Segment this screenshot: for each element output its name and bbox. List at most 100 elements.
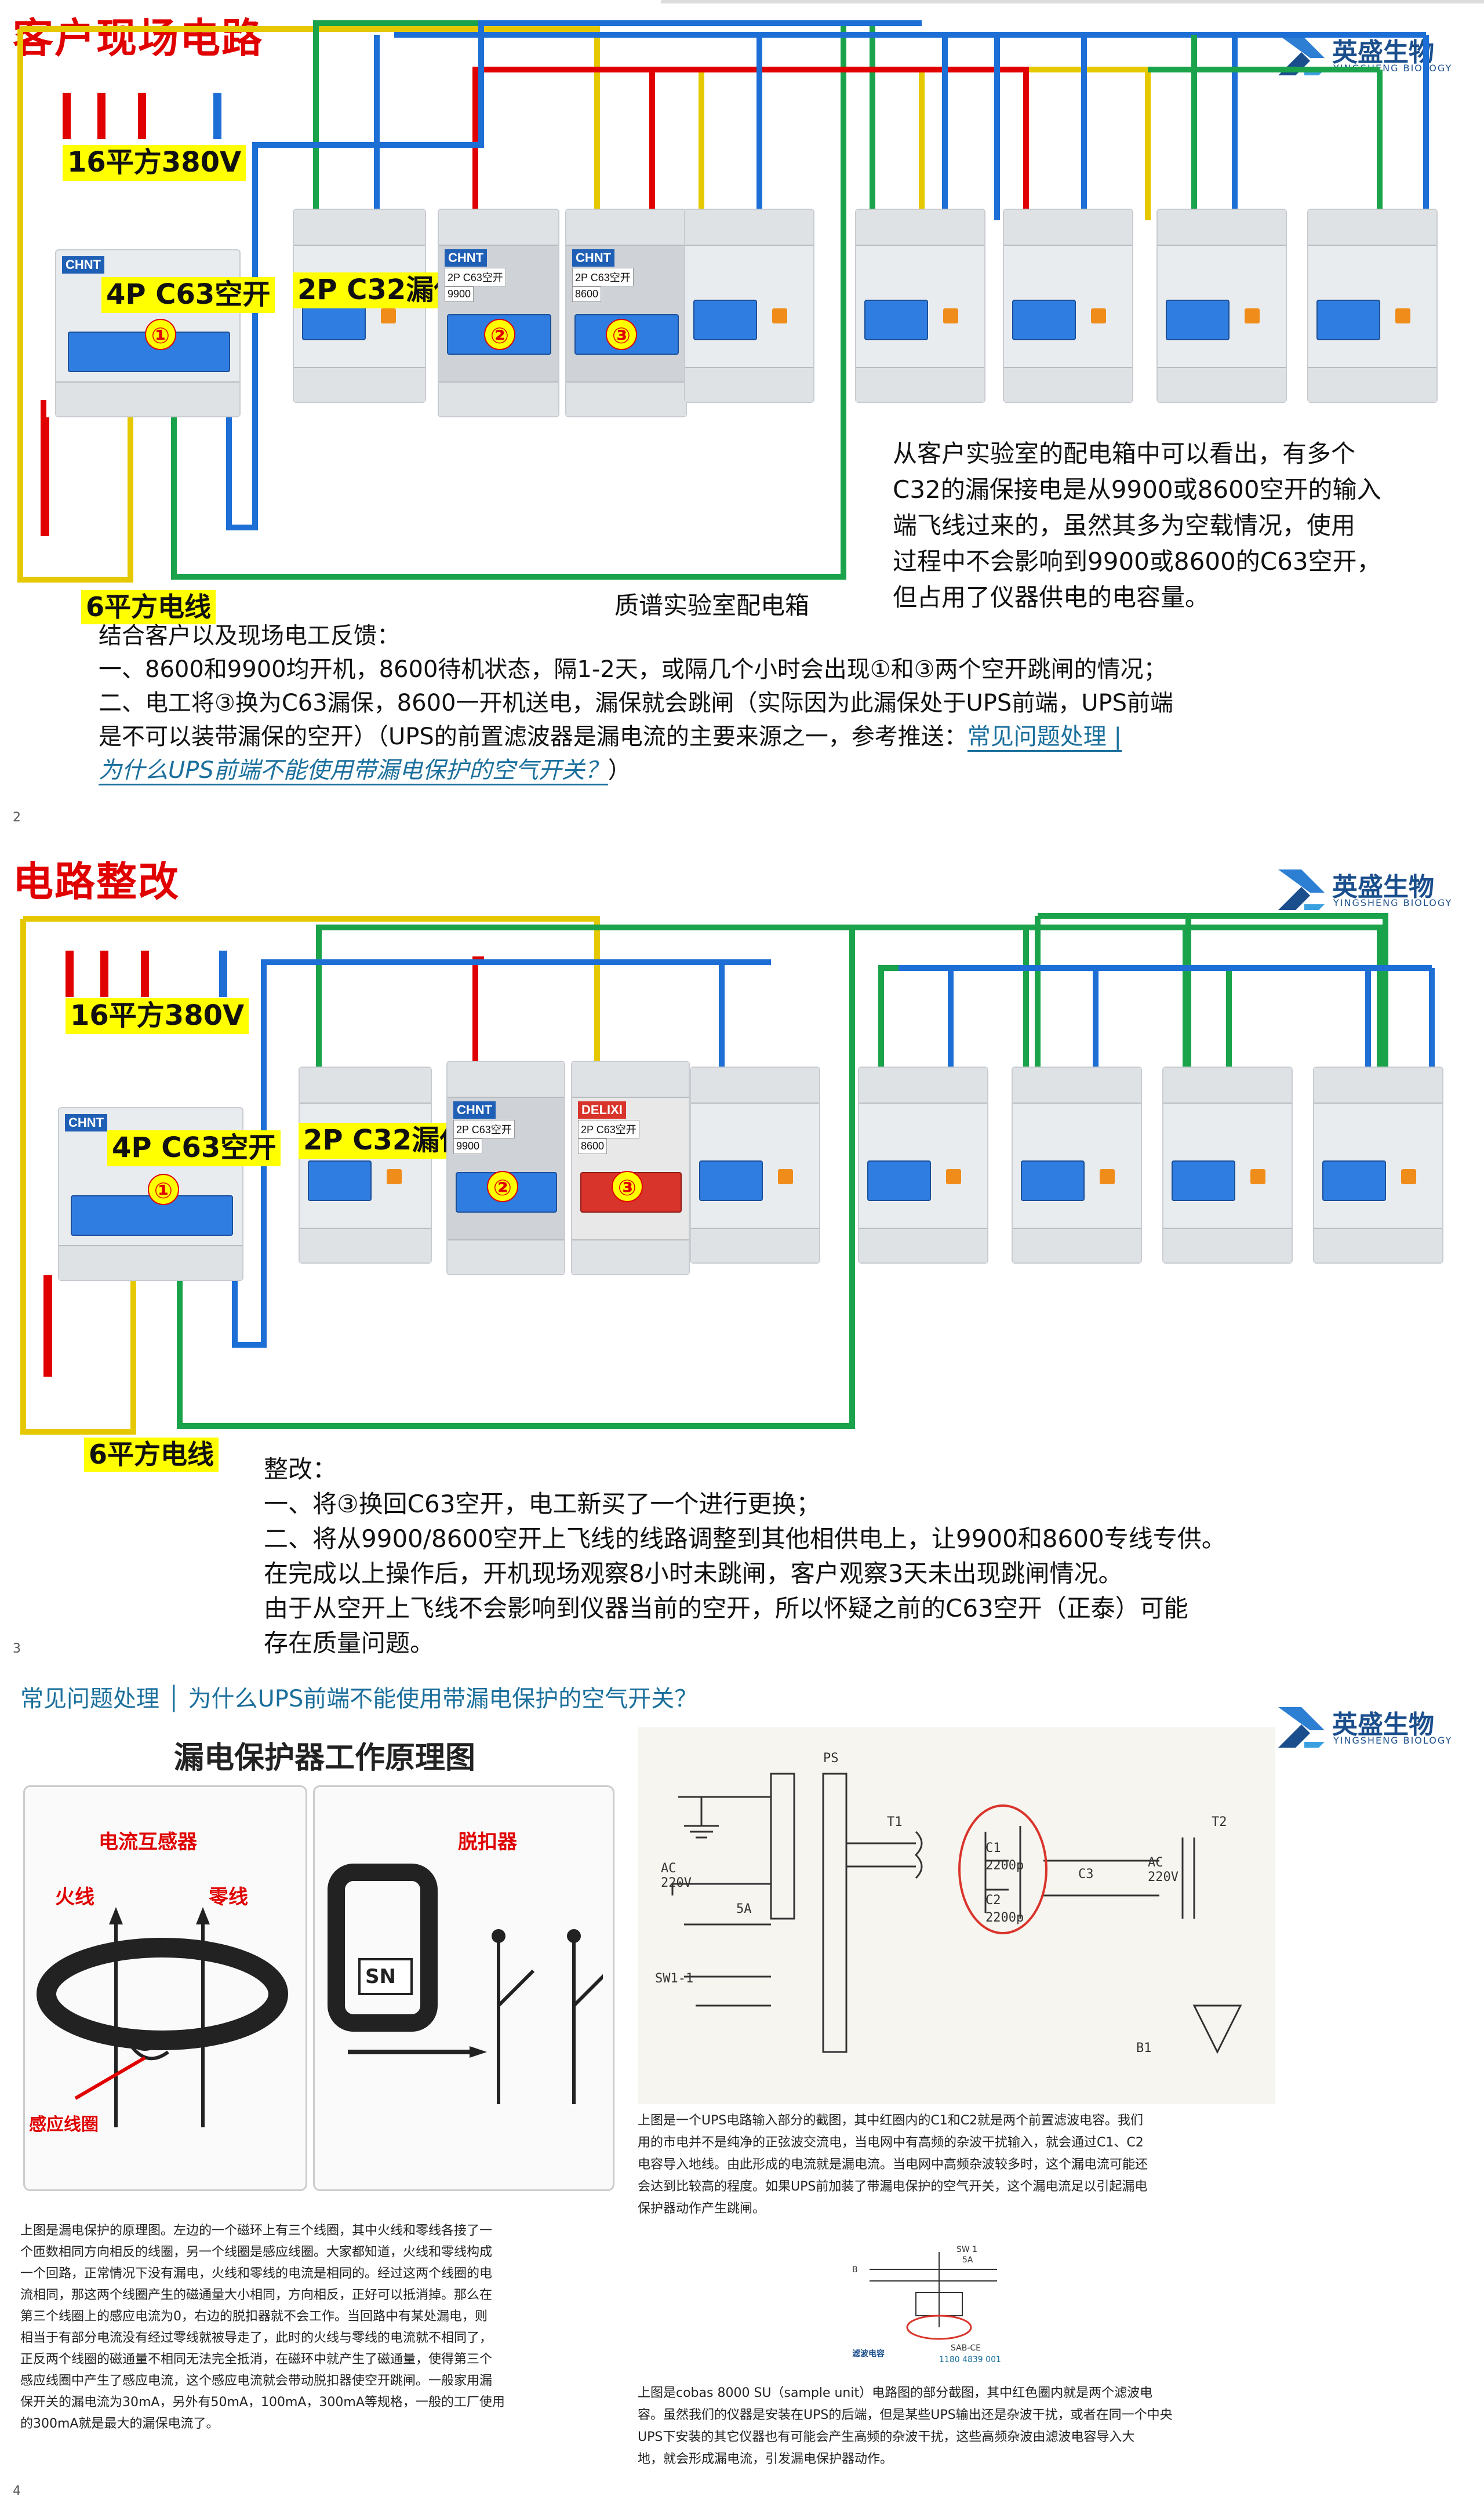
brand-name: 英盛生物: [1332, 38, 1434, 67]
cobas-filter: 滤波电容: [852, 2349, 885, 2359]
cobas-b: B: [852, 2265, 858, 2275]
label-live: 火线: [55, 1886, 94, 1909]
schem-c3: C3: [1078, 1867, 1094, 1882]
label-room: 质谱实验室配电箱: [614, 591, 810, 620]
schem-c2: C2: [985, 1893, 1001, 1908]
label-cable-16: 16平方380V: [66, 998, 249, 1034]
breaker-brand: DELIXI: [578, 1101, 626, 1119]
label-sn: SN: [365, 1965, 396, 1988]
cobas-amp: 5A: [962, 2255, 973, 2265]
trip-illustration: [328, 1864, 603, 2104]
label-cable-16: 16平方380V: [63, 145, 246, 181]
breaker-label: 2P C63空开: [572, 268, 634, 286]
section1-title: 客户现场电路: [13, 14, 263, 62]
toroid-illustration: [37, 1907, 288, 2127]
leak-breaker-4: [1012, 1067, 1142, 1264]
section-customer-circuit: 客户现场电路 英盛生物 YINGSHENG BIOLOGY: [0, 0, 1484, 829]
section-circuit-fix: 电路整改 英盛生物 YINGSHENG BIOLOGY 16平方380V CHN…: [0, 835, 1484, 1658]
page-number: 3: [13, 1642, 21, 1656]
leak-breaker-2: [690, 1067, 820, 1264]
feedback-block: 结合客户以及现场电工反馈： 一、8600和9900均开机，8600待机状态，隔1…: [99, 619, 1432, 787]
breaker-model: 8600: [578, 1138, 608, 1154]
circuit-note: 从客户实验室的配电箱中可以看出，有多个 C32的漏保接电是从9900或8600空…: [893, 439, 1381, 612]
schem-t2: T2: [1212, 1815, 1227, 1829]
leak-breaker-6: [1307, 209, 1438, 403]
label-coil: 感应线圈: [29, 2115, 99, 2135]
wiring-diagram-2: [20, 913, 1435, 1435]
label-main-breaker: 4P C63空开: [107, 1130, 281, 1166]
article-link-1b[interactable]: 为什么UPS前端不能使用带漏电保护的空气开关？: [99, 757, 608, 785]
label-ct: 电流互感器: [99, 1831, 197, 1854]
brand-logo: 英盛生物 YINGSHENG BIOLOGY: [1275, 858, 1451, 922]
breaker-terminals: [59, 1245, 242, 1280]
schem-sw: SW1-1: [655, 1971, 693, 1986]
leak-explanation: 上图是漏电保护的原理图。左边的一个磁环上有三个线圈，其中火线和零线各接了一 个匝…: [20, 2224, 505, 2431]
breaker-handle: [71, 1195, 233, 1236]
schem-t1: T1: [887, 1815, 903, 1829]
badge-1: ①: [148, 1174, 179, 1205]
schem-ac-in: AC: [661, 1861, 676, 1876]
section2-title: 电路整改: [13, 858, 180, 905]
schem-c1v: 2200p: [985, 1858, 1024, 1873]
cobas-schematic-drawing: SW 1 5A B SAB-CE 1180 4839 001 滤波电容: [852, 2245, 1001, 2364]
ups-explanation: 上图是一个UPS电路输入部分的截图，其中红圈内的C1和C2就是两个前置滤波电容。…: [638, 2113, 1148, 2216]
label-neutral: 零线: [209, 1886, 248, 1909]
leak-breaker-3: [858, 1067, 988, 1264]
breaker-brand: CHNT: [453, 1101, 496, 1119]
label-main-breaker: 4P C63空开: [101, 277, 275, 313]
brand-name: 英盛生物: [1332, 1710, 1434, 1740]
breaker-brand: CHNT: [62, 256, 105, 274]
leak-breaker-5: [1156, 209, 1287, 403]
brand-name-en: YINGSHENG BIOLOGY: [1333, 897, 1453, 908]
leak-breaker-6: [1313, 1067, 1443, 1264]
brand-name: 英盛生物: [1332, 872, 1434, 902]
breaker-brand: CHNT: [445, 249, 488, 267]
brand-logo-icon: [1278, 1707, 1325, 1748]
brand-name-en: YINGSHENG BIOLOGY: [1333, 1735, 1453, 1746]
label-trip: 脱扣器: [458, 1831, 517, 1854]
ct-panel: [23, 1785, 307, 2191]
cobas-part: SAB-CE: [951, 2344, 981, 2353]
label-cable-6: 6平方电线: [81, 590, 216, 625]
schem-c1: C1: [985, 1841, 1001, 1855]
label-cable-6: 6平方电线: [84, 1438, 219, 1472]
breaker-label: 2P C63空开: [453, 1120, 515, 1138]
leakage-diagram: 漏电保护器工作原理图 电流互感器 脱扣器 火线 零线 感应线圈 SN: [17, 1733, 626, 2220]
schem-ac-in-v: 220V: [661, 1876, 692, 1890]
leak-breaker-3: [855, 209, 985, 403]
breaker-brand: CHNT: [65, 1114, 108, 1131]
brand-logo-icon: [1278, 869, 1325, 910]
schem-ps: PS: [823, 1751, 839, 1766]
ups-schematic-drawing: PS T1 T2 C1 2200p C2 2200p C3 AC 220V 5A…: [655, 1751, 1242, 2055]
leak-breaker-1: [299, 1067, 432, 1264]
cobas-explanation: 上图是cobas 8000 SU（sample unit）电路图的部分截图，其中…: [638, 2386, 1173, 2466]
breaker-model: 8600: [572, 286, 602, 302]
breaker-label: 2P C63空开: [445, 268, 506, 286]
breaker-label: 2P C63空开: [578, 1120, 639, 1138]
leak-breaker-5: [1162, 1067, 1293, 1264]
cobas-sw: SW 1: [956, 2245, 977, 2254]
page-number: 2: [13, 810, 21, 825]
badge-2: ②: [487, 1171, 518, 1202]
brand-logo: 英盛生物 YINGSHENG BIOLOGY: [1275, 1695, 1451, 1759]
article-link-1a[interactable]: 常见问题处理 |: [967, 723, 1122, 752]
breaker-terminals: [56, 381, 239, 416]
schem-ac-out: AC: [1148, 1855, 1163, 1870]
breaker-9900: CHNT 2P C63空开 9900: [446, 1061, 565, 1275]
label-leak-breaker: 2P C32漏保: [293, 272, 467, 308]
leak-breaker-4: [1003, 209, 1133, 403]
schem-c2v: 2200p: [985, 1911, 1024, 1925]
badge-3: ③: [612, 1171, 643, 1202]
schem-b1: B1: [1136, 2041, 1152, 2055]
wiring-diagram-1: [17, 20, 1429, 583]
schem-ac-out-v: 220V: [1148, 1870, 1179, 1884]
breaker-8600: CHNT 2P C63空开 8600: [565, 209, 687, 417]
breaker-brand: CHNT: [572, 249, 615, 267]
schem-fuse: 5A: [736, 1902, 752, 1916]
section-faq: 常见问题处理 │ 为什么UPS前端不能使用带漏电保护的空气开关？ 英盛生物 YI…: [0, 1669, 1484, 2507]
breaker-9900: CHNT 2P C63空开 9900: [438, 209, 559, 417]
breaker-8600-delixi: DELIXI 2P C63空开 8600: [571, 1061, 690, 1275]
faq-heading-link[interactable]: 常见问题处理 │ 为什么UPS前端不能使用带漏电保护的空气开关？: [20, 1686, 698, 1712]
breaker-model: 9900: [453, 1138, 483, 1154]
cobas-schematic: SW 1 5A B SAB-CE 1180 4839 001 滤波电容: [846, 2235, 1032, 2374]
